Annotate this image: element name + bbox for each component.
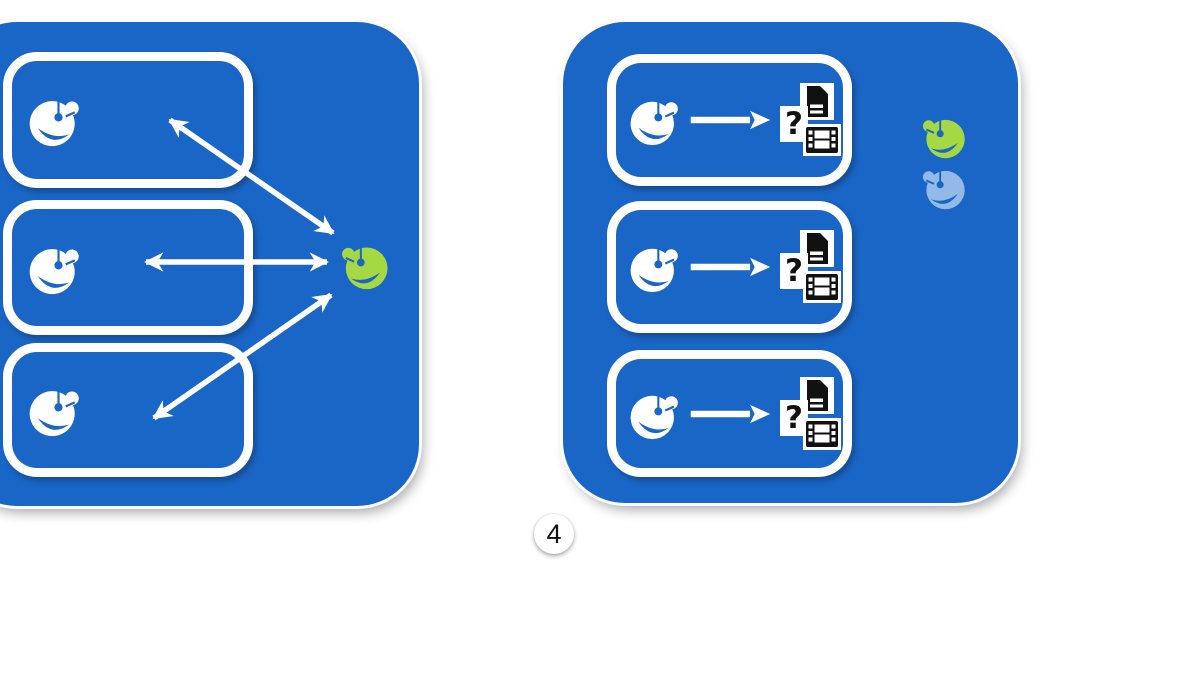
right-arrow-icon — [690, 404, 771, 423]
right-arrow-icon — [690, 110, 771, 130]
unknown-output-icons: ? — [780, 376, 842, 451]
member-task-box: ? — [607, 54, 852, 186]
member-face-icon — [629, 247, 679, 293]
member-face-icon — [28, 389, 80, 437]
step-number: 4 — [546, 518, 562, 549]
right-group-panel: ? — [563, 22, 1018, 503]
member-box — [3, 52, 253, 188]
film-icon — [803, 271, 841, 303]
observer-face-icon-green — [921, 118, 966, 159]
member-face-icon — [629, 100, 679, 146]
member-face-icon — [28, 99, 80, 147]
step-number-badge: 4 — [534, 514, 574, 554]
member-box — [3, 200, 253, 335]
right-arrow-icon — [690, 257, 771, 277]
film-icon — [803, 417, 841, 450]
document-icon — [800, 83, 834, 120]
member-box — [3, 343, 253, 477]
unknown-output-icons: ? — [780, 230, 842, 304]
unknown-output-icons: ? — [780, 83, 842, 157]
left-group-panel — [0, 22, 419, 506]
member-face-icon — [629, 394, 679, 440]
member-task-box: ? — [607, 350, 852, 477]
member-face-icon — [28, 247, 80, 295]
observer-face-icon-blue — [921, 169, 966, 210]
member-task-box: ? — [607, 201, 852, 333]
film-icon — [803, 124, 841, 156]
facilitator-face-icon-green — [341, 246, 389, 290]
